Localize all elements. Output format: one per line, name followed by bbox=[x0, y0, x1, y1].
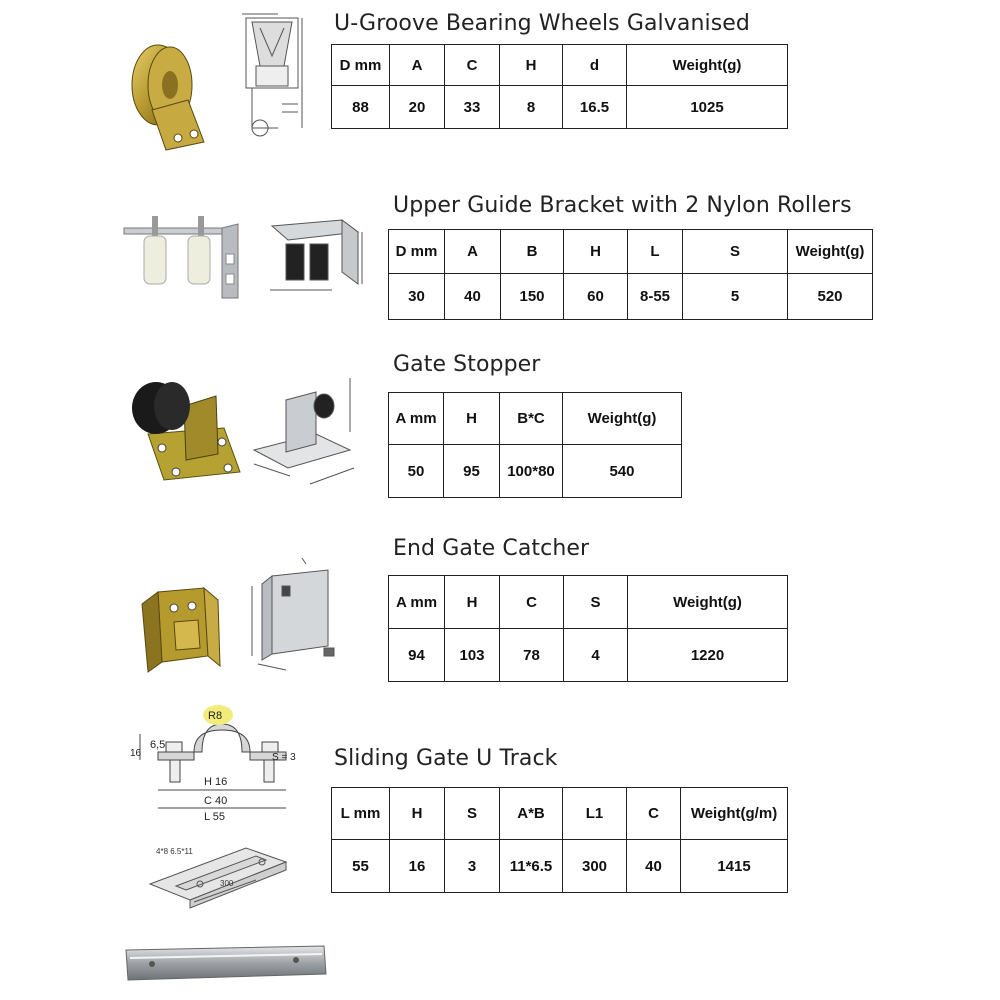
spec-value-row: 30 40 150 60 8-55 5 520 bbox=[388, 273, 873, 320]
product-title: Upper Guide Bracket with 2 Nylon Rollers bbox=[393, 193, 852, 218]
value-cell: 94 bbox=[388, 628, 445, 682]
product-title: Sliding Gate U Track bbox=[334, 746, 558, 771]
value-cell: 540 bbox=[562, 444, 682, 498]
spec-table: D mm A C H d Weight(g) 88 20 33 8 16.5 1… bbox=[331, 44, 788, 129]
value-cell: 300 bbox=[562, 839, 627, 893]
u-track-isometric: 4*8 6.5*11 300 bbox=[148, 847, 288, 909]
value-cell: 88 bbox=[331, 85, 390, 129]
spec-header-row: A mm H B*C Weight(g) bbox=[388, 392, 682, 445]
value-cell: 150 bbox=[500, 273, 564, 320]
track-label-65: 6,5 bbox=[150, 739, 165, 751]
spec-value-row: 88 20 33 8 16.5 1025 bbox=[331, 85, 788, 129]
value-cell: 103 bbox=[444, 628, 500, 682]
header-cell: Weight(g/m) bbox=[680, 787, 788, 840]
header-cell: H bbox=[499, 44, 563, 86]
value-cell: 8-55 bbox=[627, 273, 683, 320]
header-cell: A mm bbox=[388, 575, 445, 629]
value-cell: 30 bbox=[388, 273, 445, 320]
value-cell: 11*6.5 bbox=[499, 839, 563, 893]
header-cell: L mm bbox=[331, 787, 390, 840]
header-cell: Weight(g) bbox=[562, 392, 682, 445]
gate-stopper-diagram bbox=[252, 378, 355, 485]
track-label-l55: L 55 bbox=[204, 811, 225, 823]
spec-table: A mm H B*C Weight(g) 50 95 100*80 540 bbox=[388, 392, 682, 498]
spec-header-row: D mm A B H L S Weight(g) bbox=[388, 229, 873, 274]
value-cell: 1220 bbox=[627, 628, 788, 682]
header-cell: C bbox=[444, 44, 500, 86]
value-cell: 50 bbox=[388, 444, 444, 498]
value-cell: 8 bbox=[499, 85, 563, 129]
track-label-r8: R8 bbox=[208, 710, 222, 722]
spec-header-row: L mm H S A*B L1 C Weight(g/m) bbox=[331, 787, 788, 840]
gate-stopper-photo bbox=[132, 382, 241, 481]
header-cell: C bbox=[626, 787, 681, 840]
product-title: U-Groove Bearing Wheels Galvanised bbox=[334, 11, 750, 36]
track-label-16: 16 bbox=[130, 748, 142, 759]
header-cell: A bbox=[444, 229, 501, 274]
value-cell: 5 bbox=[682, 273, 788, 320]
value-cell: 55 bbox=[331, 839, 390, 893]
spec-table: A mm H C S Weight(g) 94 103 78 4 1220 bbox=[388, 575, 788, 682]
guide-bracket-photo bbox=[123, 216, 239, 299]
header-cell: S bbox=[444, 787, 500, 840]
spec-table: L mm H S A*B L1 C Weight(g/m) 55 16 3 11… bbox=[331, 787, 788, 893]
product-title: End Gate Catcher bbox=[393, 536, 590, 561]
value-cell: 40 bbox=[626, 839, 681, 893]
value-cell: 520 bbox=[787, 273, 873, 320]
u-groove-wheel-photo bbox=[131, 44, 205, 151]
header-cell: D mm bbox=[388, 229, 445, 274]
spec-header-row: A mm H C S Weight(g) bbox=[388, 575, 788, 629]
header-cell: C bbox=[499, 575, 564, 629]
product-title: Gate Stopper bbox=[393, 352, 541, 377]
header-cell: H bbox=[443, 392, 500, 445]
value-cell: 100*80 bbox=[499, 444, 563, 498]
header-cell: d bbox=[562, 44, 627, 86]
value-cell: 33 bbox=[444, 85, 500, 129]
value-cell: 1025 bbox=[626, 85, 788, 129]
header-cell: Weight(g) bbox=[627, 575, 788, 629]
header-cell: H bbox=[444, 575, 500, 629]
value-cell: 4 bbox=[563, 628, 628, 682]
header-cell: H bbox=[563, 229, 628, 274]
track-label-300: 300 bbox=[220, 879, 234, 888]
header-cell: L bbox=[627, 229, 683, 274]
u-track-cross-section: R8 H 16 C 40 L 55 6,5 16 S = 3 bbox=[130, 705, 296, 823]
value-cell: 78 bbox=[499, 628, 564, 682]
header-cell: S bbox=[563, 575, 628, 629]
header-cell: D mm bbox=[331, 44, 390, 86]
track-label-s3: S = 3 bbox=[272, 752, 296, 763]
spec-header-row: D mm A C H d Weight(g) bbox=[331, 44, 788, 86]
value-cell: 60 bbox=[563, 273, 628, 320]
track-label-c40: C 40 bbox=[204, 795, 227, 807]
value-cell: 1415 bbox=[680, 839, 788, 893]
header-cell: B*C bbox=[499, 392, 563, 445]
u-track-photo bbox=[125, 945, 327, 981]
gate-catcher-diagram bbox=[251, 557, 335, 671]
value-cell: 16.5 bbox=[562, 85, 627, 129]
value-cell: 20 bbox=[389, 85, 445, 129]
header-cell: A bbox=[389, 44, 445, 86]
value-cell: 16 bbox=[389, 839, 445, 893]
spec-value-row: 55 16 3 11*6.5 300 40 1415 bbox=[331, 839, 788, 893]
gate-catcher-photo bbox=[141, 586, 221, 673]
header-cell: A mm bbox=[388, 392, 444, 445]
u-groove-wheel-diagram bbox=[242, 13, 303, 137]
header-cell: H bbox=[389, 787, 445, 840]
value-cell: 40 bbox=[444, 273, 501, 320]
header-cell: Weight(g) bbox=[787, 229, 873, 274]
header-cell: L1 bbox=[562, 787, 627, 840]
spec-value-row: 94 103 78 4 1220 bbox=[388, 628, 788, 682]
track-label-h16: H 16 bbox=[204, 776, 227, 788]
spec-value-row: 50 95 100*80 540 bbox=[388, 444, 682, 498]
value-cell: 95 bbox=[443, 444, 500, 498]
value-cell: 3 bbox=[444, 839, 500, 893]
header-cell: A*B bbox=[499, 787, 563, 840]
guide-bracket-diagram bbox=[270, 219, 363, 291]
spec-table: D mm A B H L S Weight(g) 30 40 150 60 8-… bbox=[388, 229, 873, 320]
header-cell: Weight(g) bbox=[626, 44, 788, 86]
track-label-ab: 4*8 6.5*11 bbox=[156, 847, 193, 856]
header-cell: B bbox=[500, 229, 564, 274]
header-cell: S bbox=[682, 229, 788, 274]
